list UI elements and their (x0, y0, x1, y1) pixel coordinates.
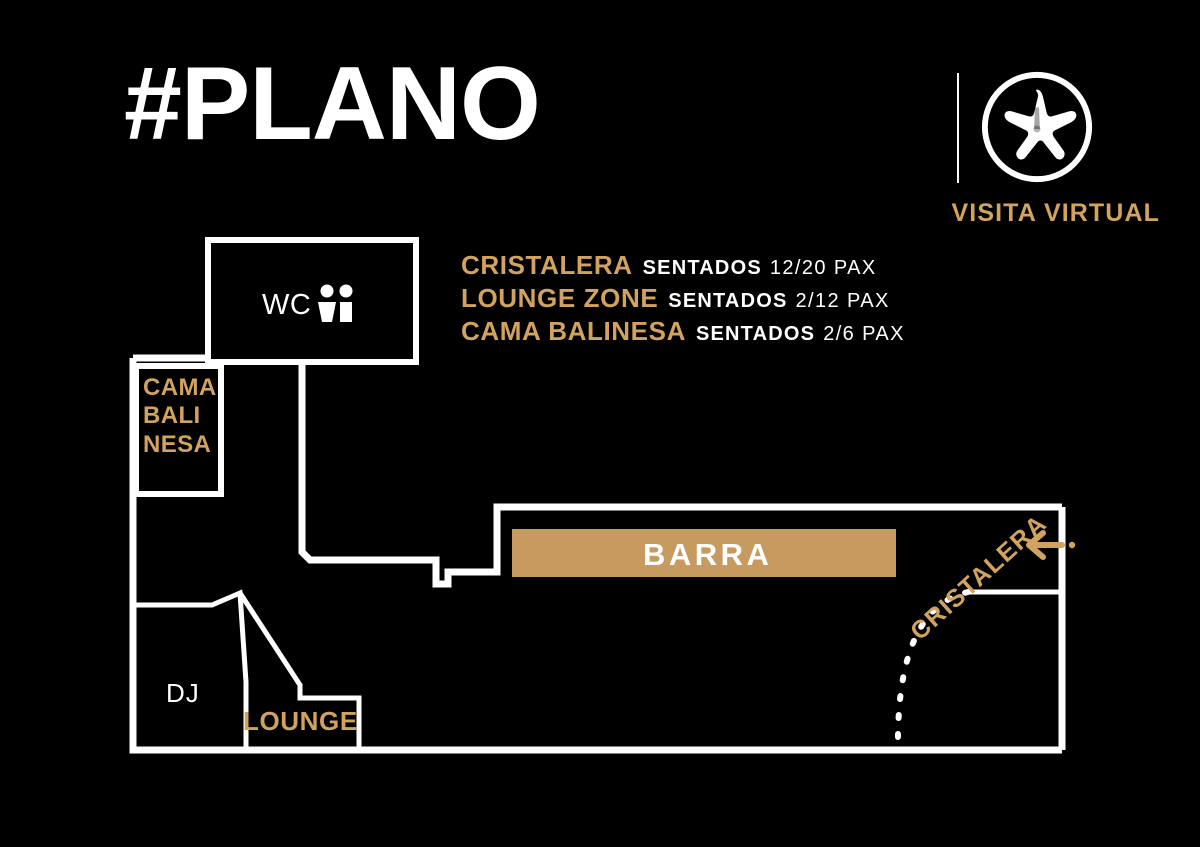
legend-zone-name: CRISTALERA (461, 250, 633, 280)
dj-label: DJ (166, 678, 200, 708)
legend-row: CRISTALERA SENTADOS 12/20 PAX (461, 252, 905, 278)
dj-booth-outline[interactable] (133, 589, 249, 750)
brand-divider (957, 73, 959, 183)
page-title: #PLANO (124, 46, 541, 162)
cama-balinesa-line-2: BALI (143, 402, 201, 430)
barra-counter[interactable] (512, 529, 896, 577)
cama-balinesa-label: CAMA BALI NESA (143, 374, 217, 459)
legend-zone-name: LOUNGE ZONE (461, 283, 659, 313)
lounge-label: LOUNGE (243, 706, 358, 736)
cristalera-glass-arc (894, 589, 971, 753)
wall-corridor-to-barra (298, 362, 1062, 588)
visita-virtual-caption[interactable]: VISITA VIRTUAL (951, 199, 1160, 227)
wc-room-outline[interactable] (205, 237, 419, 365)
legend-seated-label: SENTADOS (695, 323, 816, 345)
cama-balinesa-line-3: NESA (143, 430, 212, 458)
starfish-circle-icon (981, 71, 1093, 183)
left-arrow-icon (1026, 530, 1076, 560)
legend: CRISTALERA SENTADOS 12/20 PAX LOUNGE ZONE S… (461, 252, 905, 351)
brand-block (940, 58, 1140, 238)
legend-row: LOUNGE ZONE SENTADOS 2/12 PAX (461, 285, 905, 311)
restroom-icon (318, 284, 353, 322)
barra-label: BARRA (643, 537, 773, 572)
wc-label: WC (262, 289, 312, 321)
legend-capacity: 2/6 PAX (823, 323, 905, 345)
lounge-zone-outline[interactable] (237, 591, 362, 750)
cama-balinesa-line-1: CAMA (143, 374, 217, 401)
legend-seated-label: SENTADOS (642, 257, 762, 279)
legend-row: CAMA BALINESA SENTADOS 2/6 PAX (461, 318, 905, 344)
legend-capacity: 2/12 PAX (795, 290, 890, 312)
legend-zone-name: CAMA BALINESA (461, 316, 686, 346)
legend-capacity: 12/20 PAX (769, 257, 877, 279)
legend-seated-label: SENTADOS (668, 290, 788, 312)
cama-balinesa-outline[interactable] (133, 363, 224, 497)
